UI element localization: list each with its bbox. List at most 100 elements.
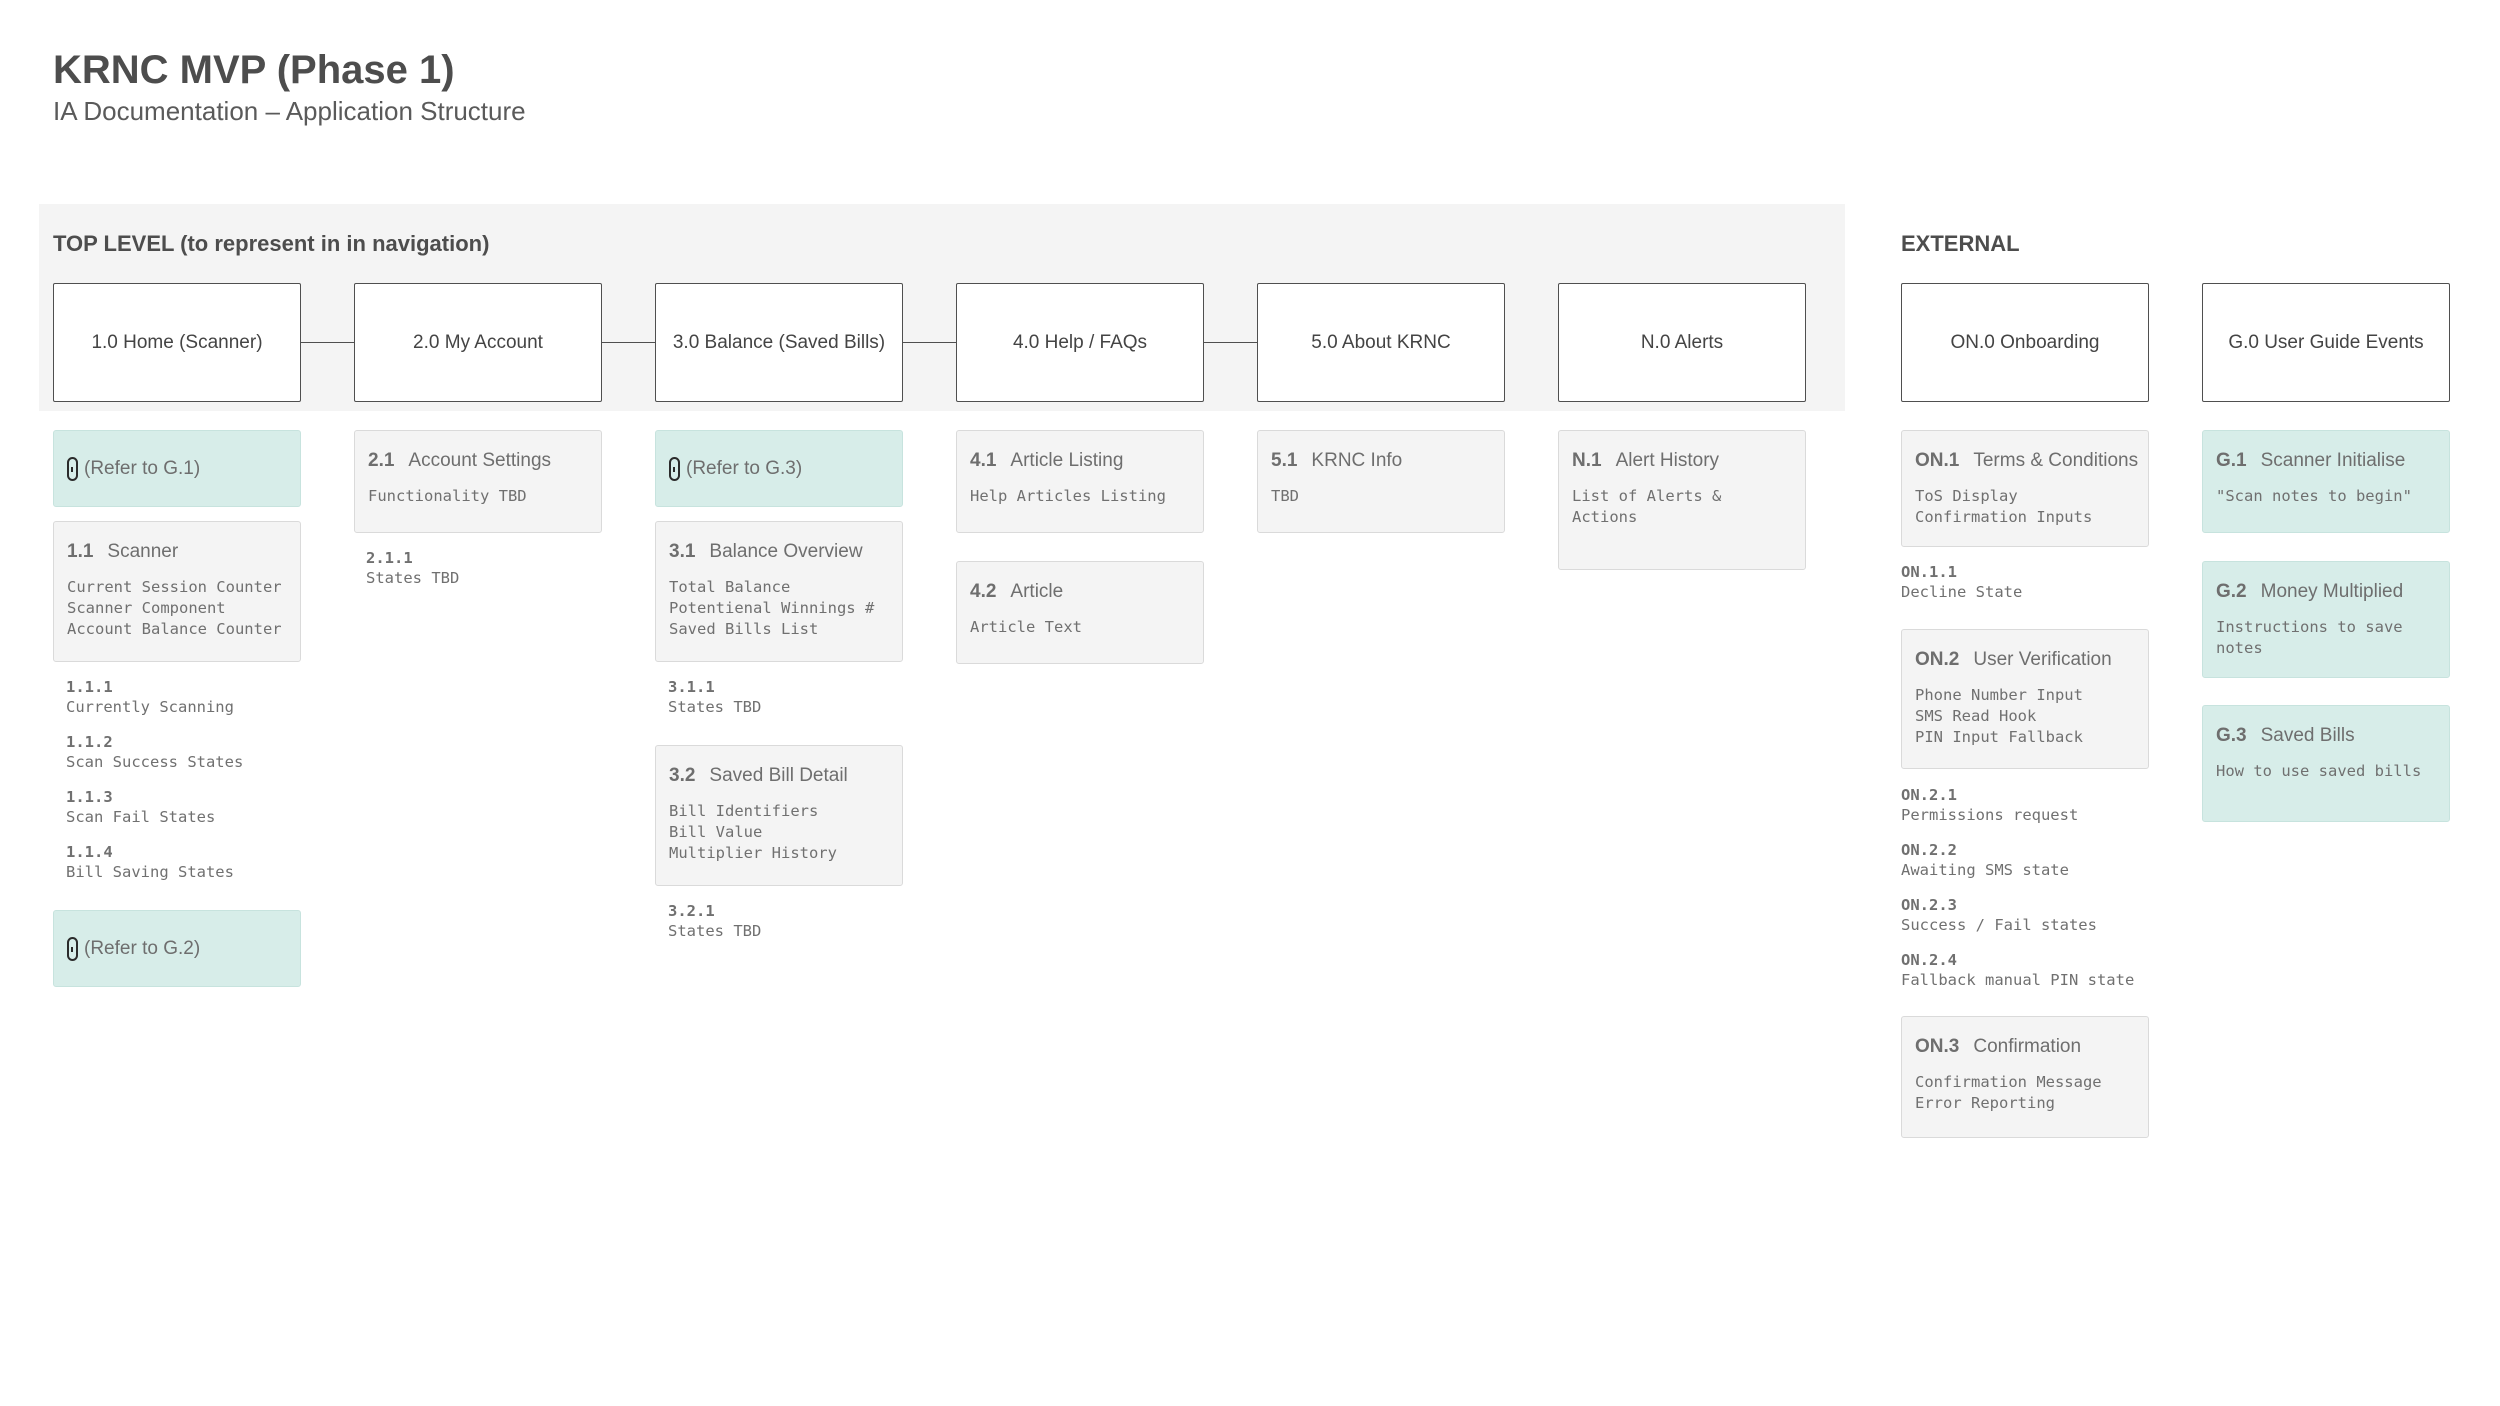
card-title: Money Multiplied <box>2260 581 2404 602</box>
node-alerts[interactable]: N.0 Alerts <box>1558 283 1806 402</box>
card-heading: 3.1 Balance Overview <box>669 540 889 564</box>
card-title: Scanner <box>107 541 179 562</box>
card-body: Total Balance Potentienal Winnings # Sav… <box>669 578 875 638</box>
card-body: Functionality TBD <box>368 487 527 505</box>
connector-line <box>301 342 354 343</box>
node-help-faqs[interactable]: 4.0 Help / FAQs <box>956 283 1204 402</box>
card-scanner[interactable]: 1.1 Scanner Current Session Counter Scann… <box>53 521 301 662</box>
node-user-guide-events[interactable]: G.0 User Guide Events <box>2202 283 2450 402</box>
card-saved-bills[interactable]: G.3 Saved Bills How to use saved bills <box>2202 705 2450 822</box>
card-number: ON.3 <box>1915 1036 1960 1057</box>
card-body: How to use saved bills <box>2216 762 2422 780</box>
card-body: Current Session Counter Scanner Componen… <box>67 578 282 638</box>
link-icon <box>67 936 78 961</box>
refer-row: (Refer to G.2) <box>67 911 287 986</box>
refer-row: (Refer to G.3) <box>669 431 889 506</box>
card-heading: 1.1 Scanner <box>67 540 287 564</box>
node-onboarding[interactable]: ON.0 Onboarding <box>1901 283 2149 402</box>
refer-card-g2[interactable]: (Refer to G.2) <box>53 910 301 987</box>
card-title: Article <box>1010 581 1064 602</box>
card-heading: 5.1 KRNC Info <box>1271 449 1491 473</box>
card-title: Alert History <box>1615 450 1720 471</box>
card-number: 4.2 <box>970 581 997 602</box>
card-body: Instructions to save notes <box>2216 618 2403 657</box>
card-account-settings[interactable]: 2.1 Account Settings Functionality TBD <box>354 430 602 533</box>
card-title: Terms & Conditions <box>1973 450 2139 471</box>
node-home-scanner[interactable]: 1.0 Home (Scanner) <box>53 283 301 402</box>
card-balance-overview[interactable]: 3.1 Balance Overview Total Balance Potent… <box>655 521 903 662</box>
page-subtitle: IA Documentation – Application Structure <box>53 96 526 126</box>
card-heading: 3.2 Saved Bill Detail <box>669 764 889 788</box>
card-heading: G.2 Money Multiplied <box>2216 580 2436 604</box>
card-number: 1.1 <box>67 541 94 562</box>
card-article[interactable]: 4.2 Article Article Text <box>956 561 1204 664</box>
card-title: Balance Overview <box>709 541 863 562</box>
card-body: "Scan notes to begin" <box>2216 487 2412 505</box>
card-body: Confirmation Message Error Reporting <box>1915 1073 2102 1112</box>
card-body: Help Articles Listing <box>970 487 1166 505</box>
card-money-multiplied[interactable]: G.2 Money Multiplied Instructions to save… <box>2202 561 2450 678</box>
card-number: ON.1 <box>1915 450 1960 471</box>
card-number: G.3 <box>2216 725 2247 746</box>
card-number: 2.1 <box>368 450 395 471</box>
top-level-band <box>39 204 1845 411</box>
card-body: ToS Display Confirmation Inputs <box>1915 487 2093 526</box>
card-number: 4.1 <box>970 450 997 471</box>
refer-label: (Refer to G.3) <box>686 457 803 479</box>
link-icon <box>669 456 680 481</box>
card-title: Saved Bills <box>2260 725 2355 746</box>
card-heading: 4.1 Article Listing <box>970 449 1190 473</box>
card-title: KRNC Info <box>1311 450 1403 471</box>
card-title: Article Listing <box>1010 450 1124 471</box>
refer-row: (Refer to G.1) <box>67 431 287 506</box>
refer-card-g1[interactable]: (Refer to G.1) <box>53 430 301 507</box>
card-heading: ON.1 Terms & Conditions <box>1915 449 2139 473</box>
card-title: Saved Bill Detail <box>709 765 848 786</box>
connector-line <box>903 342 956 343</box>
card-body: TBD <box>1271 487 1299 505</box>
card-krnc-info[interactable]: 5.1 KRNC Info TBD <box>1257 430 1505 533</box>
refer-label: (Refer to G.1) <box>84 457 201 479</box>
card-body: Article Text <box>970 618 1082 636</box>
node-my-account[interactable]: 2.0 My Account <box>354 283 602 402</box>
node-balance[interactable]: 3.0 Balance (Saved Bills) <box>655 283 903 402</box>
refer-label: (Refer to G.2) <box>84 937 201 959</box>
page-title: KRNC MVP (Phase 1) <box>53 48 455 92</box>
card-body: List of Alerts & Actions <box>1572 487 1722 526</box>
card-article-listing[interactable]: 4.1 Article Listing Help Articles Listing <box>956 430 1204 533</box>
connector-line <box>602 342 655 343</box>
card-heading: G.3 Saved Bills <box>2216 724 2436 748</box>
card-title: Account Settings <box>408 450 552 471</box>
card-alert-history[interactable]: N.1 Alert History List of Alerts & Action… <box>1558 430 1806 570</box>
card-heading: 4.2 Article <box>970 580 1190 604</box>
card-number: G.2 <box>2216 581 2247 602</box>
card-body: Bill Identifiers Bill Value Multiplier H… <box>669 802 837 862</box>
refer-card-g3[interactable]: (Refer to G.3) <box>655 430 903 507</box>
card-number: N.1 <box>1572 450 1602 471</box>
card-body: Phone Number Input SMS Read Hook PIN Inp… <box>1915 686 2083 746</box>
card-heading: N.1 Alert History <box>1572 449 1792 473</box>
node-about[interactable]: 5.0 About KRNC <box>1257 283 1505 402</box>
card-saved-bill-detail[interactable]: 3.2 Saved Bill Detail Bill Identifiers Bi… <box>655 745 903 886</box>
card-number: 3.1 <box>669 541 696 562</box>
card-number: 5.1 <box>1271 450 1298 471</box>
card-title: User Verification <box>1973 649 2112 670</box>
card-terms-conditions[interactable]: ON.1 Terms & Conditions ToS Display Confi… <box>1901 430 2149 547</box>
top-level-section-label: TOP LEVEL (to represent in in navigation… <box>53 231 490 256</box>
card-number: 3.2 <box>669 765 696 786</box>
card-heading: 2.1 Account Settings <box>368 449 588 473</box>
